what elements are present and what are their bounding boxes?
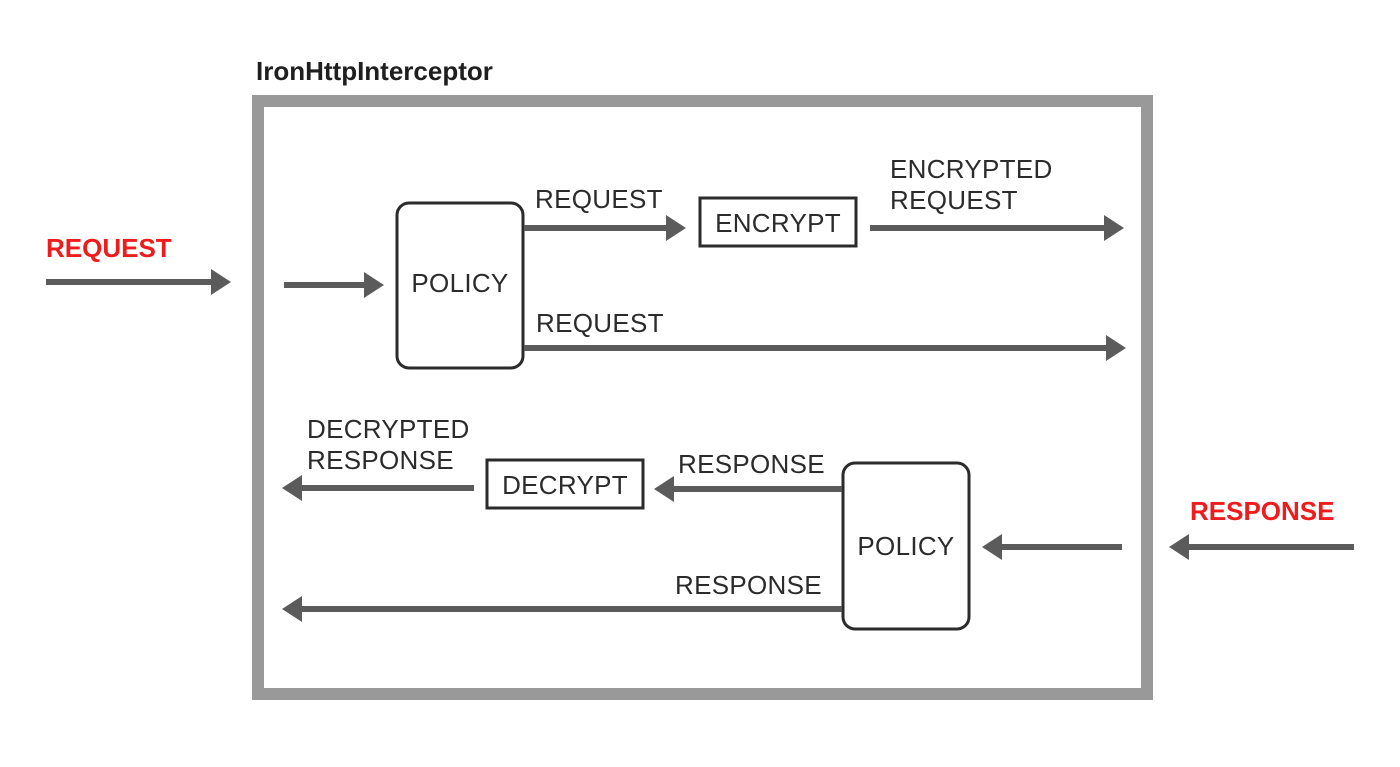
encrypt-box: ENCRYPT [698, 196, 858, 248]
response-policy-box: POLICY [841, 461, 971, 631]
external-response-arrow [1169, 534, 1354, 560]
decrypted-response-arrow [282, 475, 474, 501]
bypass-response-label: RESPONSE [675, 570, 822, 600]
request-policy-box: POLICY [395, 201, 525, 370]
external-request-label: REQUEST [46, 233, 172, 263]
response-into-policy-arrow [982, 534, 1122, 560]
bypass-response-arrow [282, 596, 842, 622]
external-response-label: RESPONSE [1190, 496, 1335, 526]
to-encrypt-label: REQUEST [535, 184, 663, 214]
request-into-policy-arrow [284, 272, 384, 298]
decrypted-response-label-line2: RESPONSE [307, 445, 454, 475]
decrypt-box: DECRYPT [485, 458, 645, 510]
response-policy-label: POLICY [857, 531, 954, 561]
encrypted-request-label-line1: ENCRYPTED [890, 154, 1053, 184]
encrypt-label: ENCRYPT [715, 208, 841, 238]
bypass-request-label: REQUEST [536, 308, 664, 338]
decrypted-response-label-line1: DECRYPTED [307, 414, 470, 444]
encrypted-request-arrow [870, 215, 1124, 241]
request-policy-label: POLICY [411, 268, 508, 298]
interceptor-frame [252, 95, 1153, 700]
decrypt-label: DECRYPT [502, 470, 628, 500]
policy-to-encrypt-arrow [524, 215, 686, 241]
external-request-arrow [46, 269, 231, 295]
to-decrypt-label: RESPONSE [678, 449, 825, 479]
bypass-request-arrow [524, 335, 1126, 361]
interceptor-title: IronHttpInterceptor [256, 56, 493, 86]
policy-to-decrypt-arrow [654, 476, 842, 502]
encrypted-request-label-line2: REQUEST [890, 185, 1018, 215]
